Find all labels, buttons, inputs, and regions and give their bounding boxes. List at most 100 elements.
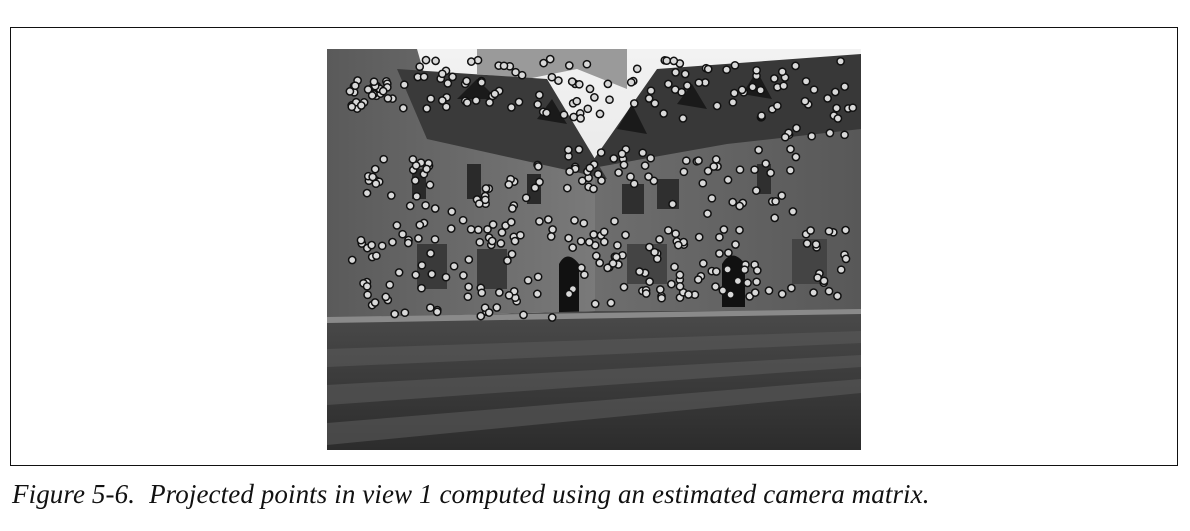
projected-point-marker [737,85,747,95]
projected-point-marker [564,61,574,70]
projected-point-marker [698,259,708,268]
projected-point-marker [385,280,395,290]
projected-point-marker [677,87,687,97]
projected-point-marker [415,62,425,72]
projected-point-marker [367,240,377,250]
projected-point-marker [752,277,761,287]
projected-point-marker [833,291,842,301]
projected-point-marker [678,114,688,123]
projected-point-marker [448,72,457,82]
projected-point-marker [562,183,572,193]
projected-point-marker [617,149,627,159]
projected-point-marker [595,109,605,119]
projected-point-marker [568,243,578,252]
projected-point-marker [533,272,543,282]
projected-point-marker [506,217,516,227]
projected-point-marker [824,286,834,296]
projected-point-marker [583,104,593,114]
projected-point-marker [425,303,435,313]
projected-point-marker [644,94,654,103]
projected-point-marker [806,226,815,235]
projected-point-marker [371,179,381,189]
projected-point-marker [492,303,502,312]
projected-point-marker [769,74,779,83]
projected-point-marker [709,162,719,171]
projected-point-marker [668,199,677,209]
projected-point-marker [378,86,388,96]
projected-point-marker [582,59,592,69]
projected-point-marker [589,230,599,239]
projected-point-marker [703,166,713,176]
projected-point-marker [635,267,644,276]
projected-point-marker [750,288,760,297]
projected-point-marker [777,289,787,299]
projected-point-marker [680,69,690,79]
projected-point-marker [619,160,629,170]
projected-point-marker [619,282,629,292]
projected-point-marker [770,213,780,223]
projected-point-marker [521,193,531,203]
projected-point-marker [824,226,834,236]
projected-point-marker [780,132,790,142]
projected-points [345,54,858,322]
projected-point-marker [764,286,774,295]
projected-point-marker [698,178,708,188]
projected-point-marker [398,103,408,113]
projected-point-marker [533,162,543,171]
projected-point-marker [363,290,372,300]
projected-point-marker [511,67,520,77]
projected-point-marker [787,283,796,293]
projected-point-marker [403,238,413,248]
projected-point-marker [488,220,498,229]
projected-point-marker [649,176,659,186]
projected-point-marker [801,76,811,86]
projected-point-marker [670,262,679,272]
projected-point-marker [735,165,745,175]
figure-label: Figure 5-6. [12,479,136,509]
projected-point-marker [533,100,543,109]
projected-point-marker [414,234,423,243]
projected-point-marker [496,239,506,248]
projected-point-marker [441,272,451,282]
projected-point-marker [519,310,528,320]
projected-point-marker [574,145,584,154]
projected-point-marker [786,144,795,154]
projected-point-marker [543,215,553,224]
projected-point-marker [599,237,609,247]
projected-point-marker [610,216,619,226]
projected-point-marker [563,145,573,155]
projected-point-marker [609,154,619,163]
projected-point-marker [646,153,656,163]
projected-point-marker [681,156,691,166]
projected-point-marker [788,207,798,216]
projected-point-marker [576,114,585,123]
projected-point-marker [684,290,693,299]
projected-point-marker [443,79,453,88]
projected-point-marker [632,64,642,74]
projected-point-marker [723,175,733,185]
projected-point-marker [682,81,692,90]
projected-point-marker [712,101,722,111]
projected-point-marker [547,313,557,322]
projected-point-marker [347,102,357,112]
projected-point-marker [675,282,685,291]
projected-point-marker [383,94,393,103]
projected-point-marker [508,204,517,213]
projected-point-marker [390,309,400,319]
projected-point-marker [437,69,447,79]
projected-point-marker [548,225,557,234]
projected-point-marker [398,229,407,239]
projected-point-marker [694,156,703,165]
projected-point-marker [370,164,380,174]
projected-point-marker [596,148,606,157]
projected-point-marker [671,229,681,239]
projected-point-marker [693,275,703,284]
projected-point-marker [603,79,613,89]
projected-point-marker [585,84,595,94]
projected-point-marker [626,172,635,182]
projected-point-marker [462,98,472,107]
projected-point-marker [417,260,427,270]
projected-point-marker [722,65,731,75]
projected-point-marker [629,179,639,189]
projected-point-marker [629,99,639,108]
